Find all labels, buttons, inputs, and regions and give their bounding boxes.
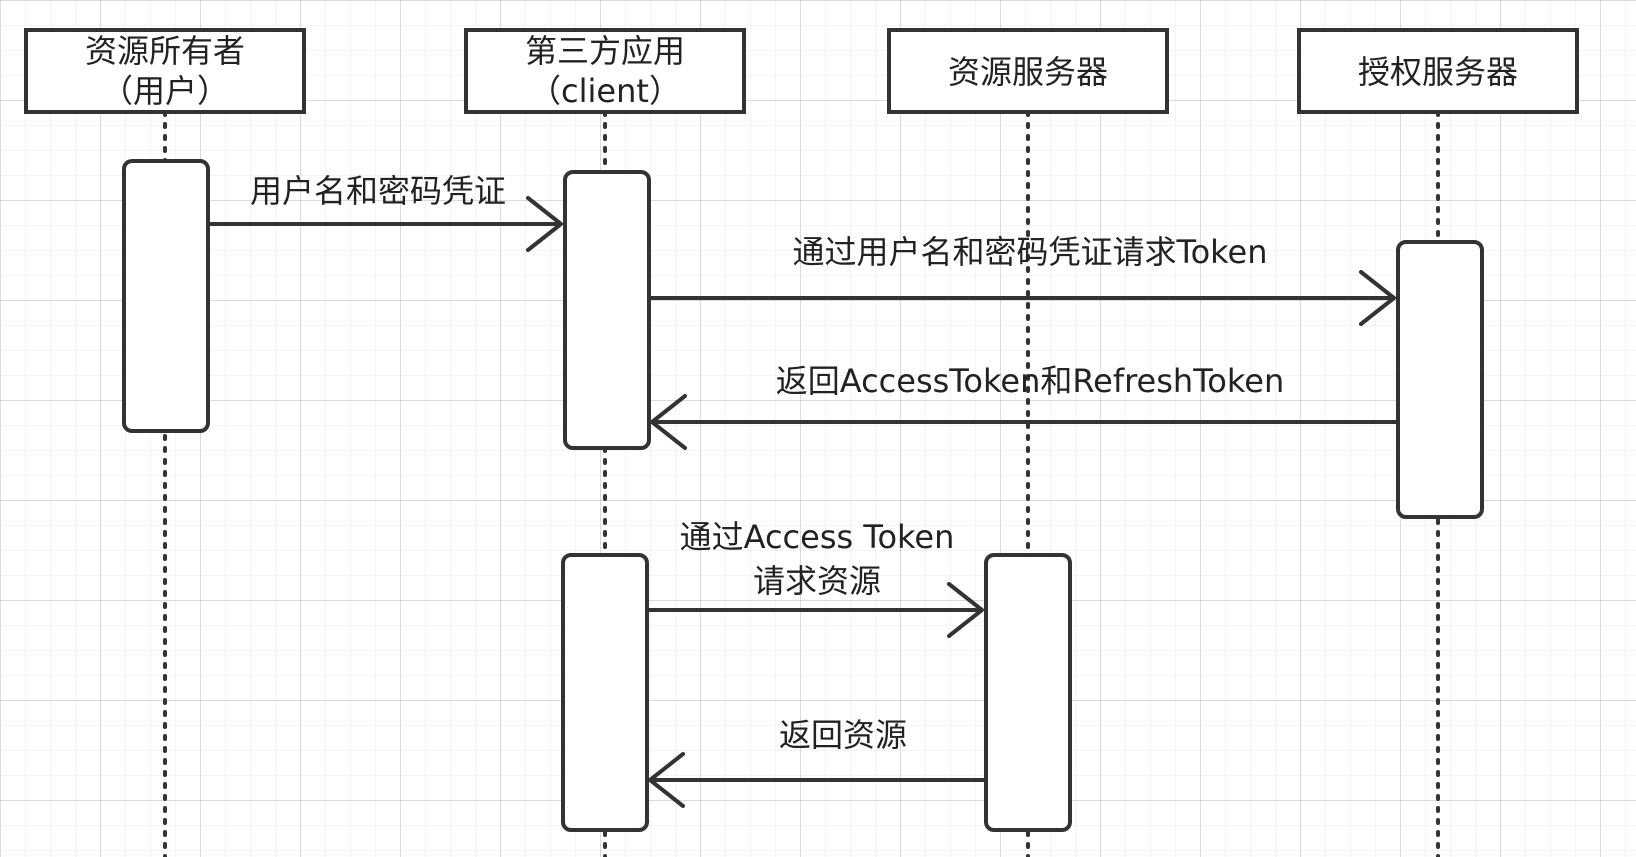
participant-label-line2: （用户）	[101, 72, 229, 110]
activation-authorization-server	[1396, 240, 1484, 519]
message-request-resource: 通过Access Token 请求资源	[647, 518, 984, 638]
participant-box	[464, 28, 746, 114]
participant-box	[1297, 28, 1579, 114]
message-label: 用户名和密码凭证	[250, 172, 506, 210]
message-credentials: 用户名和密码凭证	[208, 172, 563, 252]
activation-client-2	[561, 553, 649, 832]
activation-client-1	[563, 170, 651, 450]
participant-label-line1: 资源所有者	[85, 32, 245, 70]
message-label: 通过用户名和密码凭证请求Token	[792, 233, 1267, 271]
arrowhead-left-icon	[648, 752, 685, 808]
message-label: 返回资源	[779, 716, 907, 754]
participant-authorization-server: 授权服务器	[1297, 28, 1579, 114]
arrowhead-right-icon	[526, 196, 563, 252]
participant-box	[887, 28, 1169, 114]
participant-label-line2: （client）	[529, 72, 681, 110]
participant-resource-server: 资源服务器	[887, 28, 1169, 114]
message-label-line2: 请求资源	[753, 562, 881, 600]
arrowhead-left-icon	[650, 394, 687, 450]
message-label: 返回AccessToken和RefreshToken	[776, 362, 1285, 400]
participant-label: 资源服务器	[948, 53, 1108, 91]
activation-resource-server	[984, 553, 1072, 832]
message-label-line1: 通过Access Token	[680, 518, 955, 556]
activation-resource-owner	[122, 159, 210, 433]
participant-client: 第三方应用 （client）	[464, 28, 746, 114]
participant-label: 授权服务器	[1358, 53, 1518, 91]
participant-box	[24, 28, 306, 114]
message-return-resource: 返回资源	[648, 716, 986, 808]
arrowhead-right-icon	[1359, 270, 1396, 326]
participant-resource-owner: 资源所有者 （用户）	[24, 28, 306, 114]
participant-label-line1: 第三方应用	[525, 32, 685, 70]
message-request-token: 通过用户名和密码凭证请求Token	[649, 233, 1396, 326]
arrowhead-right-icon	[947, 582, 984, 638]
message-return-tokens: 返回AccessToken和RefreshToken	[650, 362, 1398, 450]
